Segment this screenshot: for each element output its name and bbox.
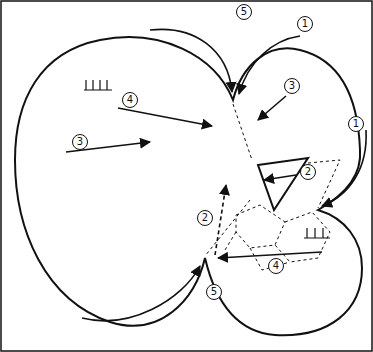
callout-number: 4: [268, 258, 284, 274]
callout-number: 2: [300, 164, 316, 180]
callout-number: 1: [297, 16, 313, 32]
outline: [15, 37, 362, 335]
callout-number: 4: [122, 92, 138, 108]
callout-number: 1: [348, 116, 364, 132]
arrows: [66, 29, 366, 320]
tick-marks: [84, 80, 330, 238]
callout-number: 5: [236, 4, 252, 20]
callout-number: 2: [197, 210, 213, 226]
callout-number: 3: [72, 134, 88, 150]
dotted-boundaries: [205, 104, 340, 270]
callout-number: 5: [206, 284, 222, 300]
callout-number: 3: [284, 78, 300, 94]
triangle: [258, 158, 308, 210]
